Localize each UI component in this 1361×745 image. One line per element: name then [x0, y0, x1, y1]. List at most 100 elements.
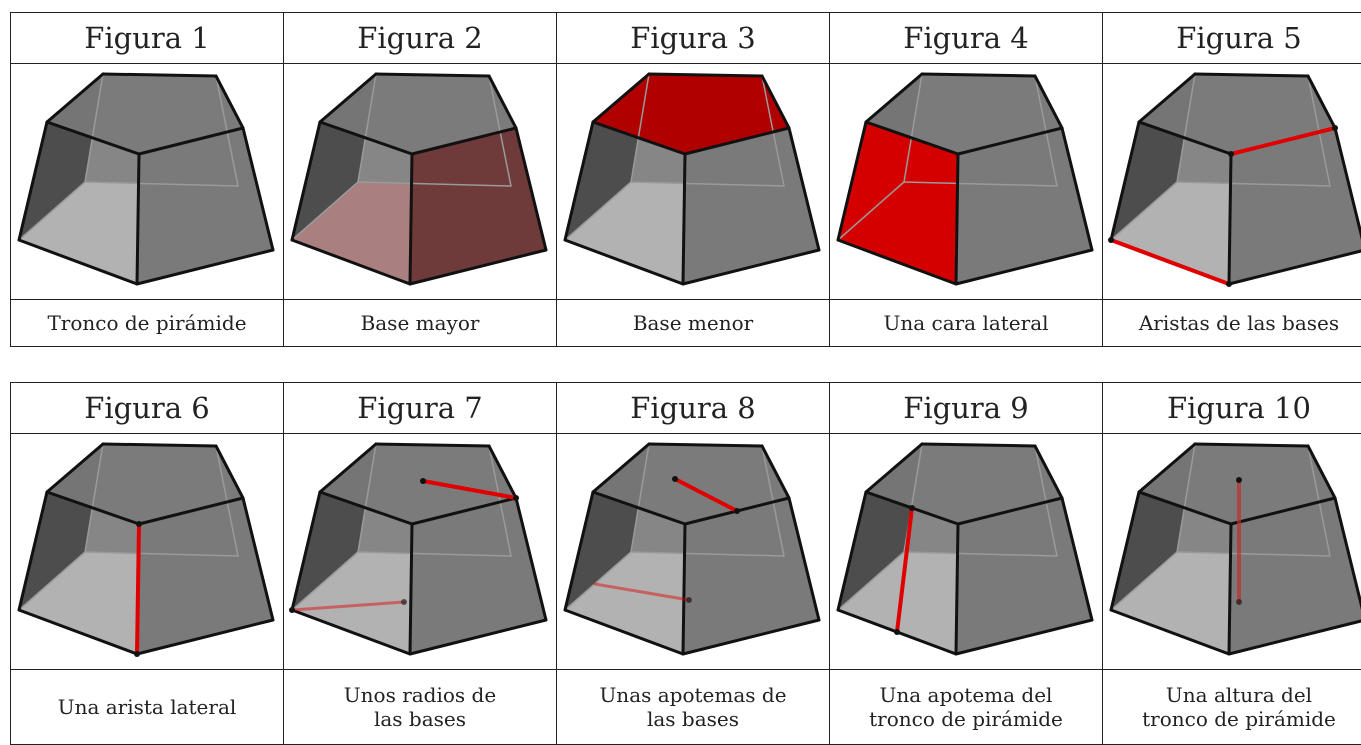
front-right-face: [956, 498, 1092, 654]
vertex-dot: [1108, 237, 1114, 243]
vertex-dot: [1332, 125, 1338, 131]
vertex-dot: [289, 607, 295, 613]
figure-picture: [830, 434, 1103, 670]
midpoint-dot: [734, 508, 740, 514]
figure-picture: [830, 64, 1103, 300]
center-dot: [401, 599, 407, 605]
vertex-dot: [134, 651, 140, 657]
frustum-diagram: [557, 64, 829, 299]
frustum-edge: [683, 154, 685, 284]
title-row: Figura 6 Figura 7 Figura 8 Figura 9 Figu…: [11, 383, 1361, 434]
caption-line: Unos radios de: [284, 683, 556, 707]
figure-caption: Tronco de pirámide: [11, 300, 284, 347]
frustum-edge: [1195, 74, 1308, 76]
figure-title: Figura 8: [557, 383, 830, 434]
figure-caption: Aristas de las bases: [1103, 300, 1361, 347]
frustum-edge: [137, 154, 139, 284]
frustum-diagram: [284, 64, 556, 299]
figure-caption: Base mayor: [284, 300, 557, 347]
front-right-face: [410, 498, 546, 654]
picture-row: [11, 434, 1361, 670]
center-dot: [672, 476, 678, 482]
front-right-face: [956, 128, 1092, 284]
figure-caption: Base menor: [557, 300, 830, 347]
frustum-edge: [649, 74, 762, 76]
front-right-face: [410, 128, 546, 284]
caption-line: las bases: [284, 707, 556, 731]
figure-title: Figura 9: [830, 383, 1103, 434]
frustum-diagram: [284, 434, 556, 669]
figure-picture: [1103, 64, 1361, 300]
figure-caption: Una cara lateral: [830, 300, 1103, 347]
vertex-dot: [1226, 281, 1232, 287]
frustum-edge: [376, 74, 489, 76]
frustum-diagram: [557, 434, 829, 669]
figure-title: Figura 3: [557, 13, 830, 64]
front-right-face: [137, 128, 273, 284]
caption-line: Base mayor: [284, 311, 556, 335]
caption-line: Una cara lateral: [830, 311, 1102, 335]
vertex-dot: [513, 495, 519, 501]
figure-picture: [11, 64, 284, 300]
midpoint-dot: [909, 505, 915, 511]
figure-title: Figura 1: [11, 13, 284, 64]
figure-picture: [557, 64, 830, 300]
frustum-edge: [922, 74, 1035, 76]
figure-title: Figura 4: [830, 13, 1103, 64]
midpoint-dot: [894, 629, 900, 635]
caption-line: Aristas de las bases: [1103, 311, 1361, 335]
frustum-diagram: [11, 434, 283, 669]
center-dot: [1236, 599, 1242, 605]
front-right-face: [683, 128, 819, 284]
caption-row: Tronco de pirámide Base mayor Base menor…: [11, 300, 1361, 347]
caption-line: Una arista lateral: [11, 695, 283, 719]
frustum-edge: [683, 524, 685, 654]
figure-title: Figura 5: [1103, 13, 1361, 64]
frustum-diagram: [1103, 64, 1361, 299]
frustum-edge: [103, 444, 216, 446]
figure-picture: [284, 434, 557, 670]
caption-line: tronco de pirámide: [830, 707, 1102, 731]
frustum-edge: [1229, 524, 1231, 654]
figure-title: Figura 2: [284, 13, 557, 64]
frustum-edge: [410, 524, 412, 654]
center-dot: [420, 478, 426, 484]
caption-line: Una apotema del: [830, 683, 1102, 707]
frustum-edge: [103, 74, 216, 76]
figure-title: Figura 6: [11, 383, 284, 434]
frustum-edge: [922, 444, 1035, 446]
center-dot: [686, 597, 692, 603]
frustum-diagram: [830, 64, 1102, 299]
frustum-diagram: [830, 434, 1102, 669]
frustum-edge: [376, 444, 489, 446]
caption-line: Una altura del: [1103, 683, 1361, 707]
frustum-edge: [1195, 444, 1308, 446]
front-right-face: [683, 498, 819, 654]
frustum-edge: [649, 444, 762, 446]
frustum-edge: [956, 154, 958, 284]
frustum-edge: [1229, 154, 1231, 284]
caption-line: tronco de pirámide: [1103, 707, 1361, 731]
figure-caption: Una arista lateral: [11, 670, 284, 745]
center-dot: [1236, 477, 1242, 483]
frustum-edge: [410, 154, 412, 284]
front-right-face: [137, 498, 273, 654]
figure-picture: [557, 434, 830, 670]
caption-line: Unas apotemas de: [557, 683, 829, 707]
caption-line: Base menor: [557, 311, 829, 335]
frustum-edge: [956, 524, 958, 654]
title-row: Figura 1 Figura 2 Figura 3 Figura 4 Figu…: [11, 13, 1361, 64]
figure-grid-top: Figura 1 Figura 2 Figura 3 Figura 4 Figu…: [10, 12, 1361, 347]
frustum-diagram: [1103, 434, 1361, 669]
caption-line: las bases: [557, 707, 829, 731]
vertex-dot: [136, 521, 142, 527]
picture-row: [11, 64, 1361, 300]
highlight-edge: [137, 524, 139, 654]
frustum-diagram: [11, 64, 283, 299]
figure-picture: [284, 64, 557, 300]
figure-grid-bottom: Figura 6 Figura 7 Figura 8 Figura 9 Figu…: [10, 382, 1361, 745]
